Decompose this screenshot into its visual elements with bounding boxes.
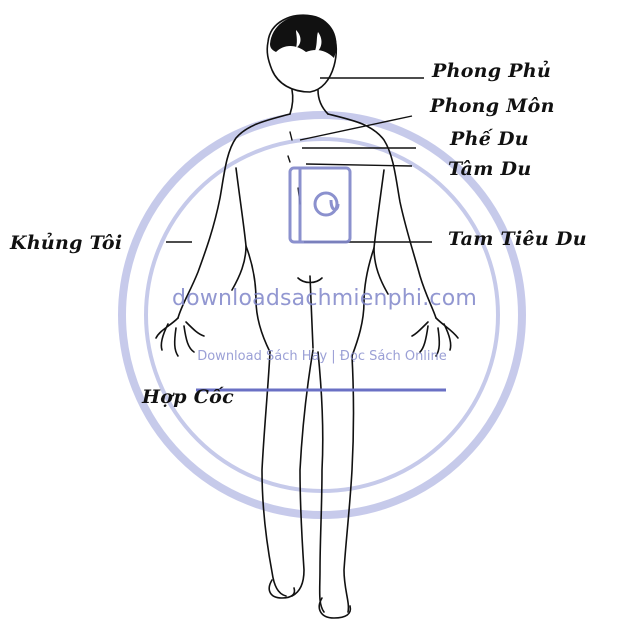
label-phe-du: Phế Du (450, 128, 529, 150)
label-phong-mon: Phong Môn (430, 95, 555, 117)
watermark-site: downloadsachmienphi.com (172, 286, 472, 311)
label-tam-du: Tâm Du (448, 158, 531, 180)
leader-lines (166, 78, 446, 390)
label-khung-toi: Khủng Tôi (10, 232, 122, 254)
book-icon (290, 168, 350, 242)
label-phong-phu: Phong Phủ (432, 60, 551, 82)
leg-right (344, 356, 354, 612)
label-tam-tieu-du: Tam Tiêu Du (448, 228, 587, 250)
human-figure-back (156, 15, 458, 618)
watermark-tagline: Download Sách Hay | Đọc Sách Online (172, 349, 472, 364)
leader-tam-du (306, 164, 412, 166)
label-hop-coc: Hợp Cốc (142, 386, 234, 408)
